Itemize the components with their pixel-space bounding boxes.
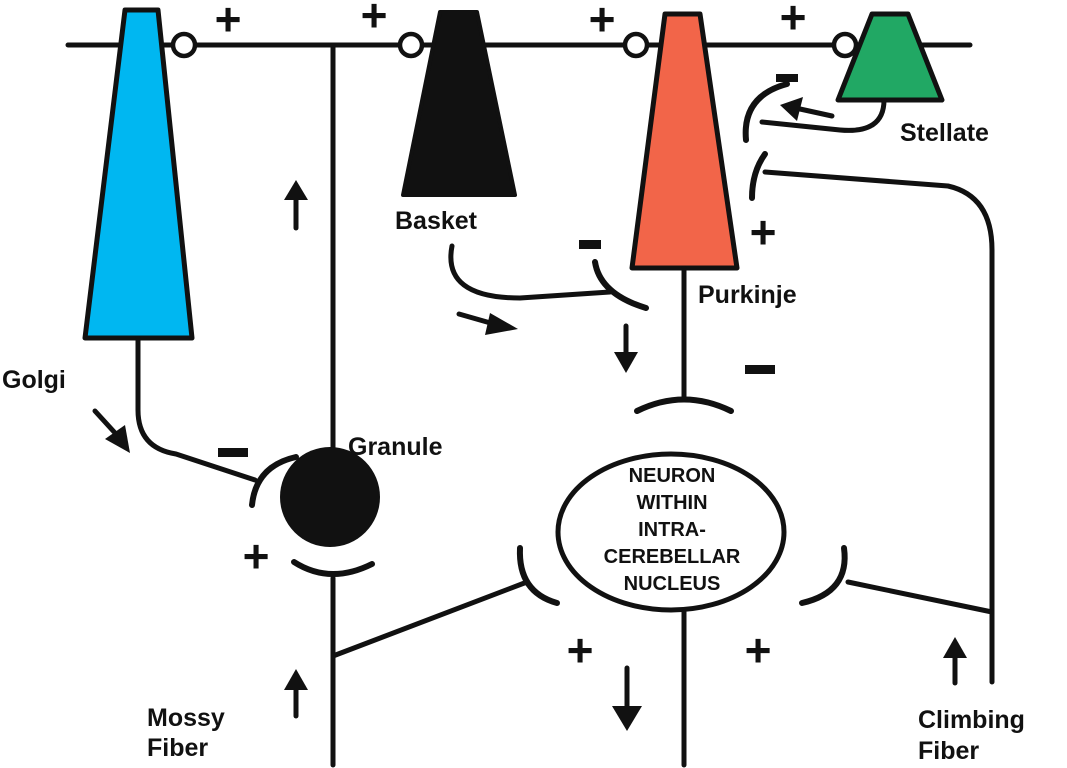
- stellate-cell: [835, 11, 945, 103]
- climbing-fiber-collateral: [845, 579, 995, 615]
- mossy-granule-synapse: [291, 559, 375, 577]
- arrow-granule-up: [284, 180, 308, 231]
- sign-plus-golgi: +: [215, 0, 242, 45]
- sign-minus-stellate: [776, 74, 798, 82]
- sign-minus-golgi: [218, 448, 248, 457]
- mossy-nucleus-synapse: [516, 545, 560, 606]
- sign-plus-basket: +: [361, 0, 388, 41]
- mossy-fiber-collateral: [330, 579, 530, 659]
- golgi-axon: [135, 335, 258, 483]
- basket-purkinje-synapse: [592, 259, 649, 311]
- sign-plus-climbing-purkinje: +: [750, 206, 777, 258]
- arrow-golgi-diagonal: [92, 408, 130, 453]
- parallel-fiber-synapse-purkinje: [622, 31, 650, 59]
- sign-plus-stellate: +: [780, 0, 807, 43]
- nucleus-label-line-4: CEREBELLAR: [604, 546, 741, 568]
- arrow-climbing-up: [943, 637, 967, 686]
- sign-plus-climbing-nucleus: +: [745, 624, 772, 676]
- stellate-purkinje-synapse: [742, 81, 790, 143]
- purkinje-cell: [629, 11, 740, 271]
- label-granule: Granule: [348, 433, 443, 461]
- arrow-purkinje-down: [614, 323, 638, 373]
- sign-minus-basket: [579, 240, 601, 249]
- label-golgi: Golgi: [2, 366, 66, 394]
- nucleus-label-line-2: WITHIN: [636, 492, 707, 514]
- sign-plus-mossy-nucleus: +: [567, 624, 594, 676]
- arrow-stellate-left: [780, 97, 835, 121]
- sign-minus-purkinje: [745, 365, 775, 374]
- basket-cell: [401, 10, 517, 197]
- climbing-fiber: [762, 169, 995, 685]
- sign-plus-purkinje: +: [589, 0, 616, 45]
- label-stellate: Stellate: [900, 119, 989, 147]
- parallel-fiber-synapse-stellate: [831, 31, 859, 59]
- parallel-fiber-synapse-basket: [397, 31, 425, 59]
- parallel-fiber-synapse-golgi: [170, 31, 198, 59]
- sign-plus-mossy-granule: +: [243, 530, 270, 582]
- nucleus-neuron: [555, 451, 787, 613]
- climbing-purkinje-synapse: [749, 151, 768, 201]
- arrow-basket-right: [456, 311, 518, 335]
- label-mossy: Mossy: [147, 704, 225, 732]
- stellate-axon: [759, 97, 887, 133]
- nucleus-label-line-1: NEURON: [629, 465, 716, 487]
- golgi-cell: [82, 7, 195, 341]
- basket-axon: [448, 243, 613, 301]
- nucleus-label-line-3: INTRA-: [638, 519, 706, 541]
- label-climbing: Climbing: [918, 706, 1025, 734]
- label-basket: Basket: [395, 207, 478, 235]
- label-climbing-fiber: Fiber: [918, 737, 979, 765]
- climbing-nucleus-synapse: [799, 545, 848, 606]
- purkinje-nucleus-synapse: [634, 396, 734, 414]
- label-mossy-fiber: Fiber: [147, 734, 208, 762]
- golgi-granule-synapse: [249, 454, 299, 508]
- granule-cell: [280, 447, 380, 547]
- nucleus-label-line-5: NUCLEUS: [624, 573, 721, 595]
- arrow-mossy-up: [284, 669, 308, 719]
- label-purkinje: Purkinje: [698, 281, 797, 309]
- arrow-output-down: [612, 665, 642, 731]
